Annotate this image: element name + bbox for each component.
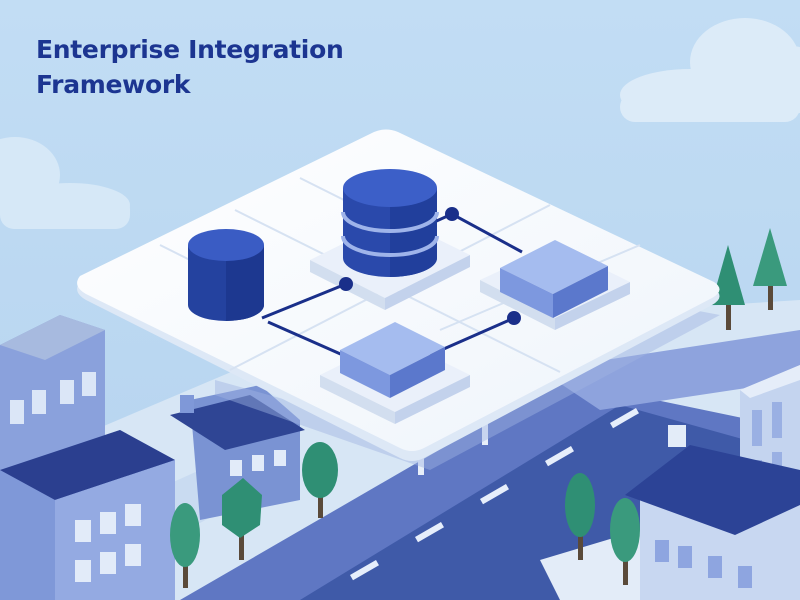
tree-icon: [753, 228, 787, 310]
tree-icon: [222, 478, 262, 560]
connector-node-icon: [507, 311, 521, 325]
server-module-icon: [340, 322, 445, 398]
building-icon: [170, 385, 305, 520]
building-icon: [625, 425, 800, 600]
page-title: Enterprise Integration Framework: [36, 32, 396, 102]
title-line-1: Enterprise Integration: [36, 35, 344, 64]
title-line-2: Framework: [36, 70, 191, 99]
tree-icon: [610, 498, 640, 585]
cloud-icon: [0, 137, 130, 229]
server-module-icon: [500, 240, 608, 318]
platform-pillars: [418, 420, 488, 475]
database-icon: [341, 169, 439, 277]
building-icon: [0, 430, 175, 600]
connector-node-icon: [339, 277, 353, 291]
database-icon: [188, 229, 264, 321]
tree-icon: [565, 473, 595, 560]
tree-icon: [170, 503, 200, 588]
cloud-icon: [620, 18, 800, 122]
connector-node-icon: [445, 207, 459, 221]
tree-icon: [302, 442, 338, 518]
